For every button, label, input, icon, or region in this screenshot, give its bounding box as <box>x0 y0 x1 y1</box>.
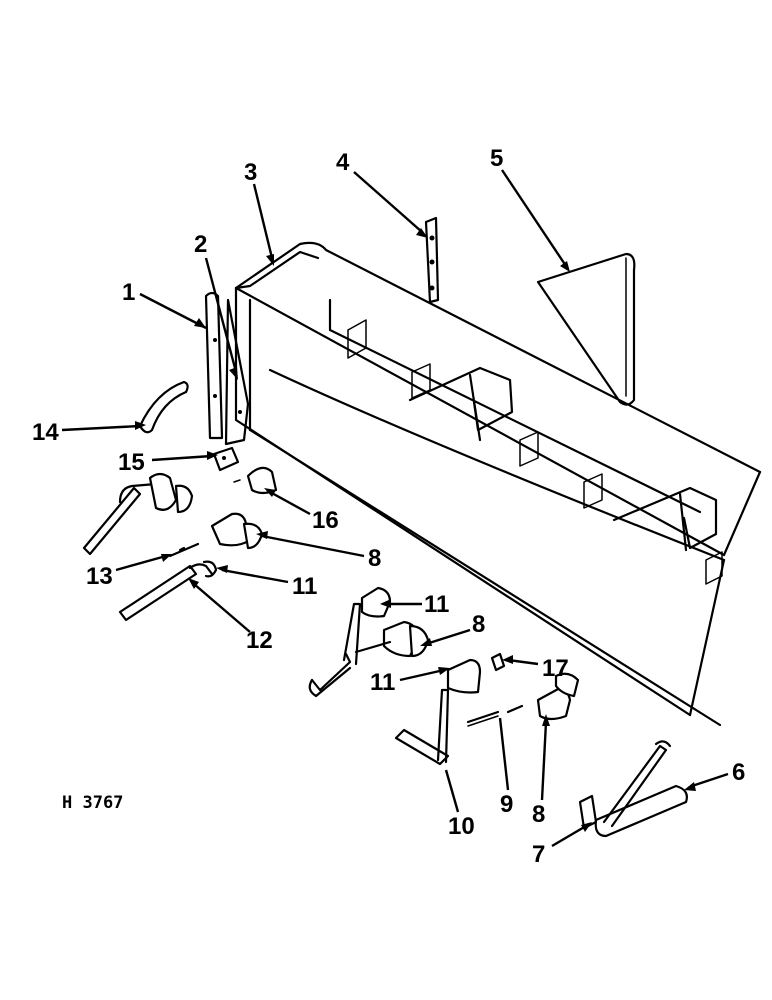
part-6-rod <box>594 740 688 838</box>
part-10-lever-middle <box>308 586 430 698</box>
part-9-rod <box>466 704 524 727</box>
callout-11-middle: 11 <box>424 591 449 618</box>
callout-6: 6 <box>732 759 745 786</box>
callout-1: 1 <box>122 279 135 306</box>
callout-16: 16 <box>312 507 339 534</box>
part-8-bracket-upper <box>210 512 264 550</box>
part-5-end-panel <box>536 252 636 406</box>
callout-13: 13 <box>86 563 113 590</box>
callout-14: 14 <box>32 419 59 446</box>
part-13-lever <box>82 472 200 558</box>
callout-2: 2 <box>194 231 207 258</box>
part-10-lever-lower <box>394 658 482 766</box>
callout-8-middle: 8 <box>472 611 485 638</box>
part-4-bracket <box>424 216 440 304</box>
callout-5: 5 <box>490 145 503 172</box>
seed-box <box>234 241 762 727</box>
callout-labels: 1 2 3 4 5 6 7 8 8 8 9 10 11 11 11 12 13 … <box>32 145 745 868</box>
part-17-bolt <box>490 652 506 672</box>
callout-7: 7 <box>532 841 545 868</box>
callout-9: 9 <box>500 791 513 818</box>
callout-12: 12 <box>246 627 273 654</box>
part-15-clip <box>212 446 240 472</box>
figure-id: H 3767 <box>62 793 123 813</box>
part-2-brace <box>224 298 250 446</box>
callout-17: 17 <box>542 655 569 682</box>
part-1-end-plate <box>204 291 224 440</box>
callout-15: 15 <box>118 449 145 476</box>
leader-lines <box>61 169 729 848</box>
callout-3: 3 <box>244 159 257 186</box>
callout-10: 10 <box>448 813 475 840</box>
part-12-lever <box>118 560 218 622</box>
part-7-clip <box>578 794 598 830</box>
callout-4: 4 <box>336 149 350 176</box>
callout-11-left: 11 <box>292 573 317 600</box>
callout-8-lower: 8 <box>532 801 545 828</box>
callout-8-upper: 8 <box>368 545 381 572</box>
part-14-strap <box>138 380 189 434</box>
callout-11-lower: 11 <box>370 669 395 696</box>
